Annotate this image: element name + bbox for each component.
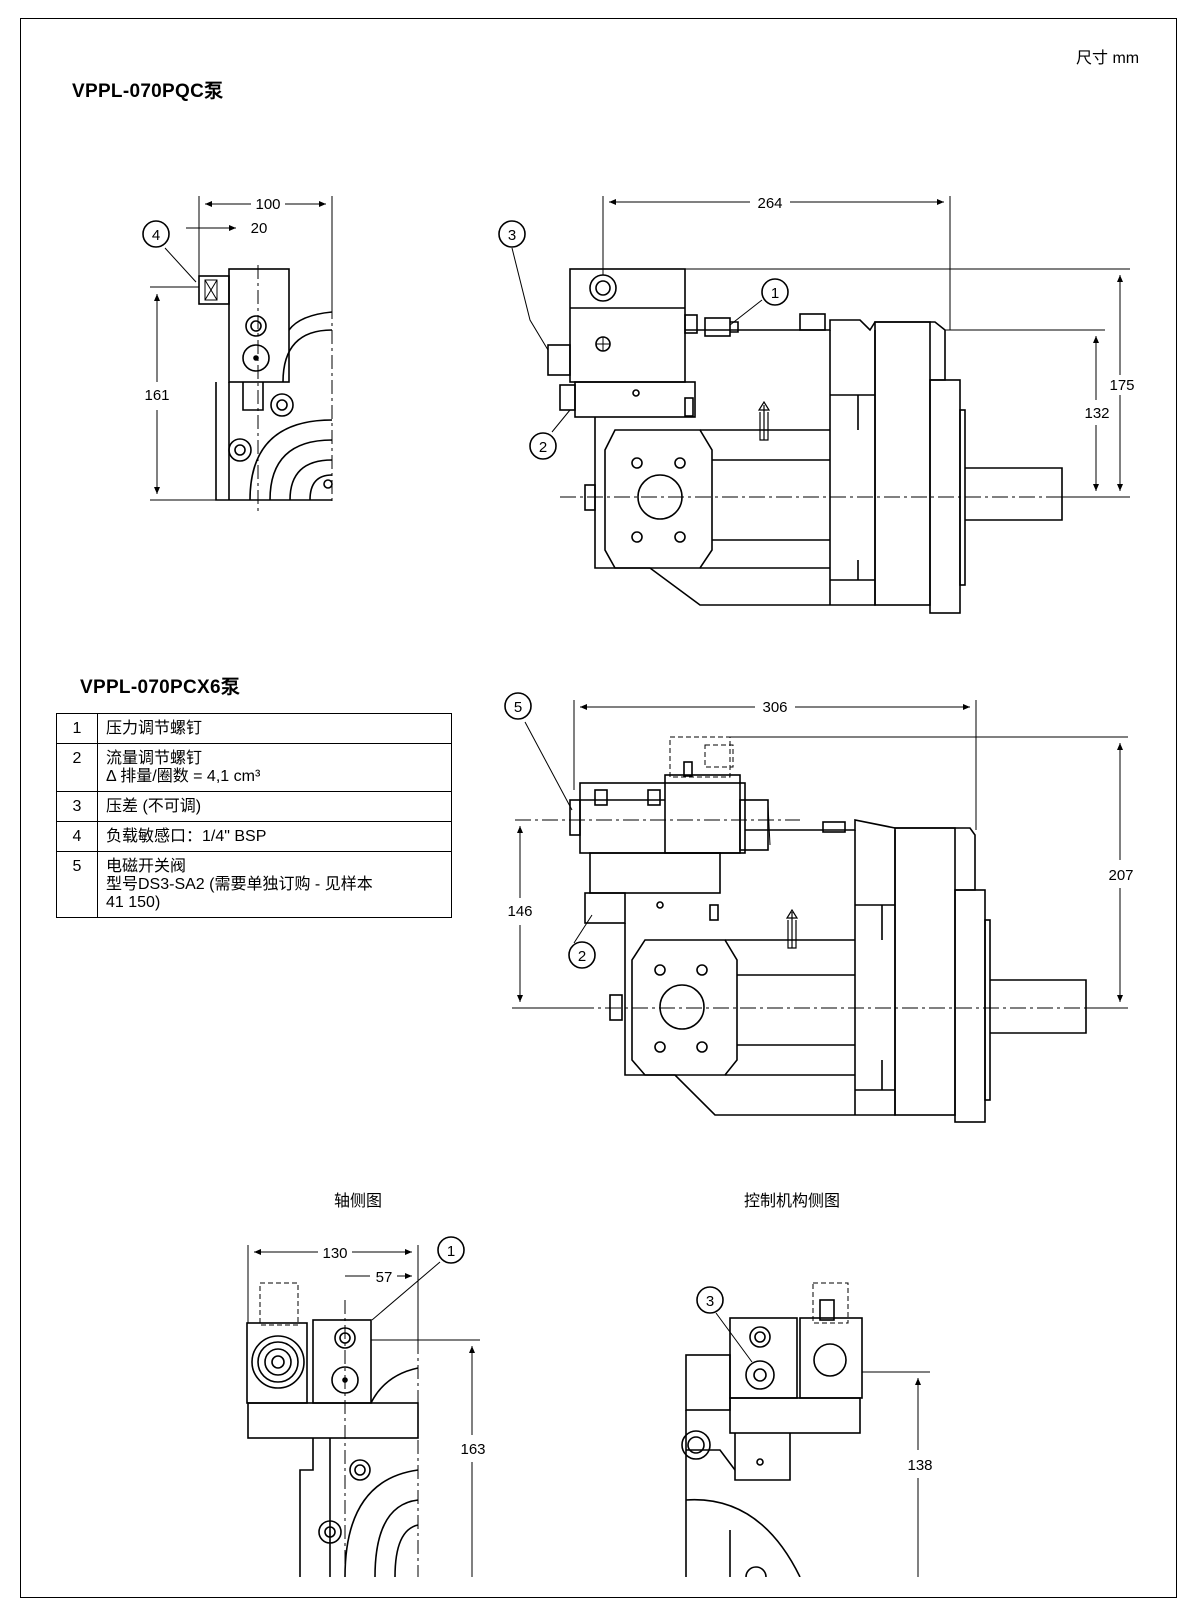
dimension-label: 264: [757, 195, 782, 212]
callout-number: 3: [706, 1293, 714, 1310]
legend-text: 压差 (不可调): [97, 791, 452, 822]
shaft-side-view: [247, 1245, 480, 1577]
callout-1-marker: [761, 278, 789, 306]
callout-1-marker: [437, 1236, 465, 1264]
legend-num: 4: [56, 821, 98, 852]
legend-row: 4 负载敏感口：1/4" BSP: [56, 821, 452, 852]
callout-2-marker: [529, 432, 557, 460]
shaft-side-view-label: 轴侧图: [334, 1193, 383, 1210]
dimension-label: 100: [255, 196, 280, 213]
callout-number: 3: [508, 227, 516, 244]
control-side-view: [681, 1282, 930, 1577]
dimension-label: 130: [322, 1245, 347, 1262]
dimension-label: 57: [376, 1269, 393, 1286]
legend-text: 负载敏感口：1/4" BSP: [97, 821, 452, 852]
callout-number: 1: [447, 1243, 455, 1260]
legend-num: 5: [56, 851, 98, 918]
pqc-front-view: [511, 196, 1130, 614]
callout-markers: [142, 220, 789, 1314]
units-label: 尺寸 mm: [1076, 50, 1140, 67]
dimension-label: 161: [144, 387, 169, 404]
callout-number: 2: [578, 948, 586, 965]
callout-3-marker: [498, 220, 526, 248]
dimension-label: 146: [507, 903, 532, 920]
legend-text: 压力调节螺钉: [97, 713, 452, 744]
section-title-pcx6: VPPL-070PCX6泵: [80, 677, 241, 698]
dimension-label: 306: [762, 699, 787, 716]
dimension-label: 163: [460, 1441, 485, 1458]
pqc-side-view: [150, 196, 332, 515]
section-title-pqc: VPPL-070PQC泵: [72, 81, 224, 102]
dimension-label: 20: [251, 220, 268, 237]
control-side-view-label: 控制机构侧图: [744, 1193, 841, 1210]
callout-number: 1: [771, 285, 779, 302]
dimension-label: 138: [907, 1457, 932, 1474]
callout-number: 4: [152, 227, 160, 244]
dimension-label: 175: [1109, 377, 1134, 394]
legend-row: 3 压差 (不可调): [56, 791, 452, 822]
legend-num: 2: [56, 743, 98, 792]
callout-number: 2: [539, 439, 547, 456]
pcx6-front-view: [512, 700, 1128, 1123]
callout-3-marker: [696, 1286, 724, 1314]
callout-5-marker: [504, 692, 532, 720]
callout-4-marker: [142, 220, 170, 248]
callout-2-marker: [568, 941, 596, 969]
dimension-label: 132: [1084, 405, 1109, 422]
legend-row: 1 压力调节螺钉: [56, 713, 452, 744]
dimension-label: 207: [1108, 867, 1133, 884]
callout-number: 5: [514, 699, 522, 716]
